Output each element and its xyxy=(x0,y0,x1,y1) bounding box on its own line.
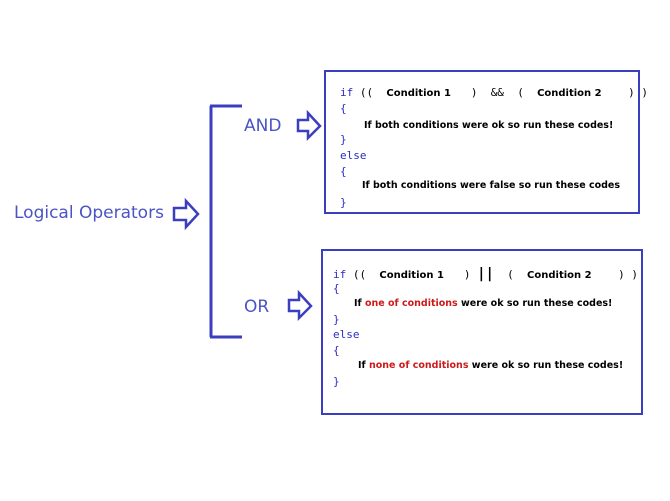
or-else-message-highlight: none of conditions xyxy=(368,360,469,371)
and-then-message: If both conditions were ok so run these … xyxy=(364,120,614,131)
or-then-message-pre: If xyxy=(354,298,362,309)
and-label: AND xyxy=(244,116,282,136)
root-arrow-icon xyxy=(172,197,200,231)
and-else-keyword: else xyxy=(340,149,367,162)
or-then-message-post: were ok so run these codes! xyxy=(461,298,613,309)
or-else-message-post: were ok so run these codes! xyxy=(471,360,624,371)
or-arrow-icon xyxy=(287,289,313,322)
or-else-keyword: else xyxy=(333,328,360,341)
or-else-brace-close: } xyxy=(333,375,340,388)
open-paren: (( xyxy=(352,268,367,281)
and-else-brace-close: } xyxy=(340,196,347,209)
or-then-message: If one of conditions were ok so run thes… xyxy=(354,298,612,309)
or-brace-open: { xyxy=(333,282,340,295)
condition-2: Condition 2 xyxy=(537,88,602,99)
and-operator: && xyxy=(490,86,504,99)
and-else-brace-open: { xyxy=(340,165,347,178)
and-brace-close: } xyxy=(340,133,347,146)
and-if-line: if (( Condition 1 ) && ( Condition 2 ) ) xyxy=(340,86,648,99)
close-paren: ) xyxy=(463,268,471,281)
branch-bracket xyxy=(209,104,242,339)
or-if-line: if (( Condition 1 ) || ( Condition 2 ) ) xyxy=(333,266,638,282)
or-else-message-pre: If xyxy=(358,360,366,371)
or-else-message: If none of conditions were ok so run the… xyxy=(358,360,623,371)
open-paren: (( xyxy=(359,86,374,99)
open-paren-2: ( xyxy=(517,86,524,99)
and-arrow-icon xyxy=(296,109,322,142)
and-brace-open: { xyxy=(340,102,347,115)
and-else-message: If both conditions were false so run the… xyxy=(362,180,621,191)
or-else-brace-open: { xyxy=(333,344,340,357)
close-paren-2: ) ) xyxy=(618,268,638,281)
or-then-message-highlight: one of conditions xyxy=(364,298,458,309)
if-keyword: if xyxy=(340,86,354,99)
open-paren-2: ( xyxy=(507,268,514,281)
or-label: OR xyxy=(244,297,270,317)
and-code-box: if (( Condition 1 ) && ( Condition 2 ) )… xyxy=(324,70,648,214)
close-paren-2: ) ) xyxy=(628,86,648,99)
if-keyword: if xyxy=(333,268,347,281)
root-label: Logical Operators xyxy=(14,203,164,223)
condition-1: Condition 1 xyxy=(379,270,444,281)
or-operator: || xyxy=(477,266,494,282)
or-code-box: if (( Condition 1 ) || ( Condition 2 ) )… xyxy=(321,249,643,415)
condition-1: Condition 1 xyxy=(386,88,451,99)
or-brace-close: } xyxy=(333,313,340,326)
close-paren: ) xyxy=(470,86,478,99)
condition-2: Condition 2 xyxy=(527,270,592,281)
